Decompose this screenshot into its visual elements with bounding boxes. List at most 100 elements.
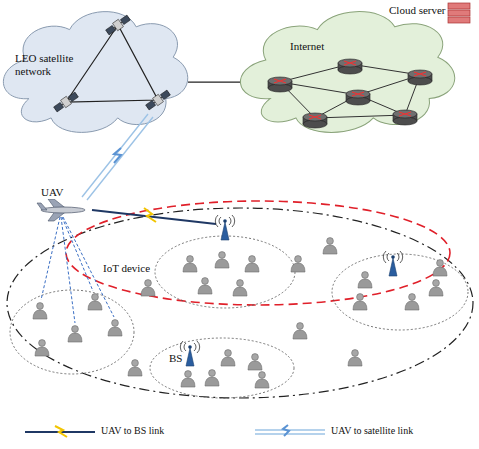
legend-entry: UAV to BS link xyxy=(100,425,165,437)
bs-tower xyxy=(186,348,194,366)
bs-tower xyxy=(221,222,229,240)
iot-device-icon xyxy=(353,294,367,310)
solar-panel xyxy=(68,92,78,102)
router-icon xyxy=(303,113,327,128)
bs-label: BS xyxy=(168,352,183,365)
person-head xyxy=(352,350,359,357)
router-top xyxy=(268,77,292,85)
iot-device-icon xyxy=(293,323,307,339)
satellite-link xyxy=(66,25,158,102)
uav-label: UAV xyxy=(40,186,64,199)
cell-circle xyxy=(155,236,295,308)
person-body xyxy=(405,301,419,310)
router-mark xyxy=(309,115,321,119)
router-top xyxy=(393,110,417,118)
text-holder: Internet xyxy=(290,40,360,53)
satellite-body xyxy=(61,96,72,107)
person-body xyxy=(233,287,247,296)
legend-sample xyxy=(283,425,289,436)
person-head xyxy=(92,294,99,301)
person-head xyxy=(362,272,369,279)
iot-device-icon xyxy=(205,370,219,386)
uav-tail xyxy=(37,203,47,210)
base-station-icon xyxy=(215,215,234,240)
person-body xyxy=(291,263,305,272)
person-head xyxy=(202,278,209,285)
satellite-icon xyxy=(145,89,171,111)
legend-text: UAV to satellite link xyxy=(330,425,414,437)
person-head xyxy=(237,280,244,287)
satellite-body xyxy=(113,19,124,30)
label-holder: IoT device xyxy=(102,262,151,275)
iot-device-icon xyxy=(35,340,49,356)
lightning-symbol xyxy=(114,148,121,163)
person-body xyxy=(323,245,337,254)
person-head xyxy=(252,354,259,361)
iot-device-icon xyxy=(245,256,259,272)
person-head xyxy=(209,370,216,377)
iot-device-icon xyxy=(348,350,362,366)
bs-waves xyxy=(383,251,402,263)
person-body xyxy=(248,361,262,370)
bs-waves xyxy=(215,215,234,227)
iot-device-icon xyxy=(68,326,82,342)
router-icon xyxy=(346,90,370,105)
iot-device-icon xyxy=(248,354,262,370)
person-head xyxy=(145,280,152,287)
legend-entry: UAV to satellite link xyxy=(330,425,414,437)
label-holder: UAV xyxy=(40,186,64,199)
server-icon xyxy=(448,17,470,23)
label-holder: BS xyxy=(168,352,183,365)
person-head xyxy=(112,320,119,327)
solar-panel xyxy=(160,90,170,100)
server-label: Cloud server xyxy=(388,4,447,17)
solar-panel xyxy=(120,15,130,25)
iot-device-icon xyxy=(198,278,212,294)
iot-device-icon xyxy=(183,256,197,272)
router-top xyxy=(346,90,370,98)
person-body xyxy=(293,330,307,339)
label-holder: Cloud server xyxy=(388,4,447,17)
router-icon xyxy=(393,110,417,125)
person-head xyxy=(72,326,79,333)
router-top xyxy=(408,70,432,78)
person-body xyxy=(215,259,229,268)
iot-device-icon xyxy=(128,360,142,376)
router-mark xyxy=(414,72,426,76)
person-body xyxy=(429,287,443,296)
server-icon xyxy=(448,10,470,16)
iot-device-icon xyxy=(358,272,372,288)
router-mark xyxy=(344,61,356,65)
person-body xyxy=(88,301,102,310)
router-link xyxy=(280,64,420,118)
person-body xyxy=(33,310,47,319)
iot-device-icon xyxy=(429,280,443,296)
person-body xyxy=(35,347,49,356)
person-body xyxy=(221,357,235,366)
uav-coverage-ellipse xyxy=(66,201,450,305)
text-holder: LEO satellite network xyxy=(15,52,79,77)
bs-tower xyxy=(389,258,397,276)
person-body xyxy=(108,327,122,336)
person-head xyxy=(39,340,46,347)
solar-panel xyxy=(54,102,64,112)
person-head xyxy=(187,256,194,263)
iot-device-icon xyxy=(323,238,337,254)
person-head xyxy=(185,371,192,378)
solar-panel xyxy=(146,100,156,110)
iot-device-icon xyxy=(291,256,305,272)
iot-device-icon xyxy=(141,280,155,296)
satellite-icon xyxy=(53,91,79,113)
legend-text: UAV to BS link xyxy=(100,425,165,437)
router-top xyxy=(338,59,362,67)
router-mark xyxy=(352,92,364,96)
satellite-body xyxy=(153,94,164,105)
person-body xyxy=(141,287,155,296)
person-body xyxy=(183,263,197,272)
device-label: IoT device xyxy=(102,262,151,275)
uav-bs-link xyxy=(92,210,216,224)
legend-sample xyxy=(55,426,67,437)
